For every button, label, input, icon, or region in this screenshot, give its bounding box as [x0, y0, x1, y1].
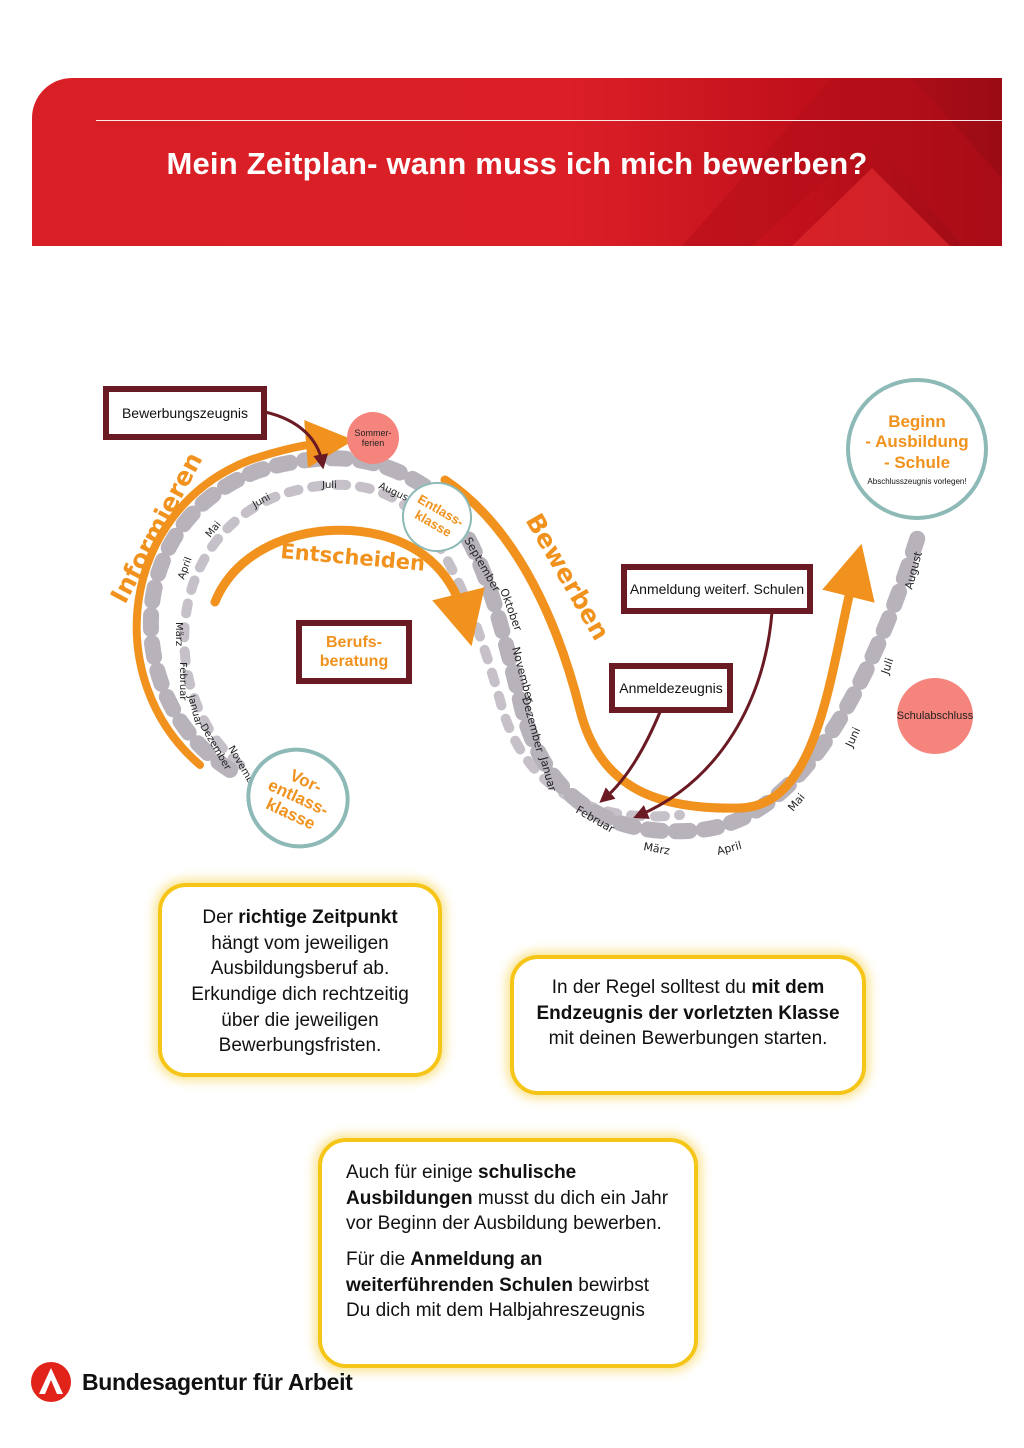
- text-run: mit deinen Bewerbungen starten.: [549, 1028, 828, 1049]
- text-run: Der: [202, 907, 238, 928]
- box-label: Anmeldung weiterf. Schulen: [630, 581, 804, 597]
- box-label: Bewerbungszeugnis: [122, 405, 248, 421]
- month-label: März: [173, 622, 184, 646]
- info-box-zeitpunkt: Der richtige Zeitpunkt hängt vom jeweili…: [158, 883, 442, 1077]
- logo-icon: [30, 1361, 72, 1403]
- abschluss-note: Abschlusszeugnis vorlegen!: [867, 477, 966, 486]
- month-label: Januar: [537, 754, 559, 793]
- info-box-regel: In der Regel solltest du mit dem Endzeug…: [510, 955, 866, 1095]
- text-run: hängt vom jeweiligen Ausbildungsberuf ab…: [191, 933, 409, 1057]
- paragraph: Auch für einige schulische Ausbildungen …: [346, 1160, 670, 1237]
- text-run: Für die: [346, 1249, 410, 1270]
- circle-label: Entlass- klasse: [408, 491, 467, 542]
- circle-schulabschluss: Schulabschluss: [897, 678, 973, 754]
- circle-beginn: Beginn - Ausbildung - Schule Abschlussze…: [846, 378, 988, 520]
- header-rule: [96, 120, 1002, 121]
- month-label: September: [461, 535, 503, 595]
- box-anmeldung: Anmeldung weiterf. Schulen: [621, 564, 813, 614]
- text-run: Auch für einige: [346, 1162, 478, 1183]
- timeline-diagram: Informieren Entscheiden Bewerben Novembe…: [0, 370, 1024, 880]
- box-bewerbungszeugnis: Bewerbungszeugnis: [103, 386, 267, 440]
- month-label: Juli: [878, 656, 896, 677]
- text-run-bold: richtige Zeitpunkt: [238, 907, 397, 928]
- month-label: Juli: [321, 480, 337, 491]
- month-label: März: [642, 840, 671, 857]
- box-label: Anmeldezeugnis: [619, 680, 723, 696]
- text-run: In der Regel solltest du: [552, 977, 752, 998]
- brand-name: Bundesagentur für Arbeit: [82, 1369, 353, 1396]
- circle-label: Beginn - Ausbildung - Schule: [865, 412, 968, 473]
- month-label: Juni: [843, 725, 864, 750]
- footer-brand: Bundesagentur für Arbeit: [30, 1358, 353, 1406]
- page-title: Mein Zeitplan- wann muss ich mich bewerb…: [32, 146, 1002, 182]
- box-anmeldezeugnis: Anmeldezeugnis: [609, 663, 733, 713]
- circle-label: Sommer- ferien: [354, 428, 391, 448]
- info-box-schulisch: Auch für einige schulische Ausbildungen …: [318, 1138, 698, 1368]
- box-label: Berufs- beratung: [320, 633, 388, 671]
- month-label: April: [715, 839, 743, 858]
- month-label: Februar: [177, 662, 188, 701]
- box-berufsberatung: Berufs- beratung: [296, 620, 412, 684]
- circle-label: Schulabschluss: [897, 710, 973, 722]
- paragraph: Für die Anmeldung an weiterführenden Sch…: [346, 1247, 670, 1324]
- header-banner: Mein Zeitplan- wann muss ich mich bewerb…: [32, 78, 1002, 246]
- circle-label: Vor- entlass- klasse: [258, 760, 339, 836]
- circle-sommerferien: Sommer- ferien: [347, 412, 399, 464]
